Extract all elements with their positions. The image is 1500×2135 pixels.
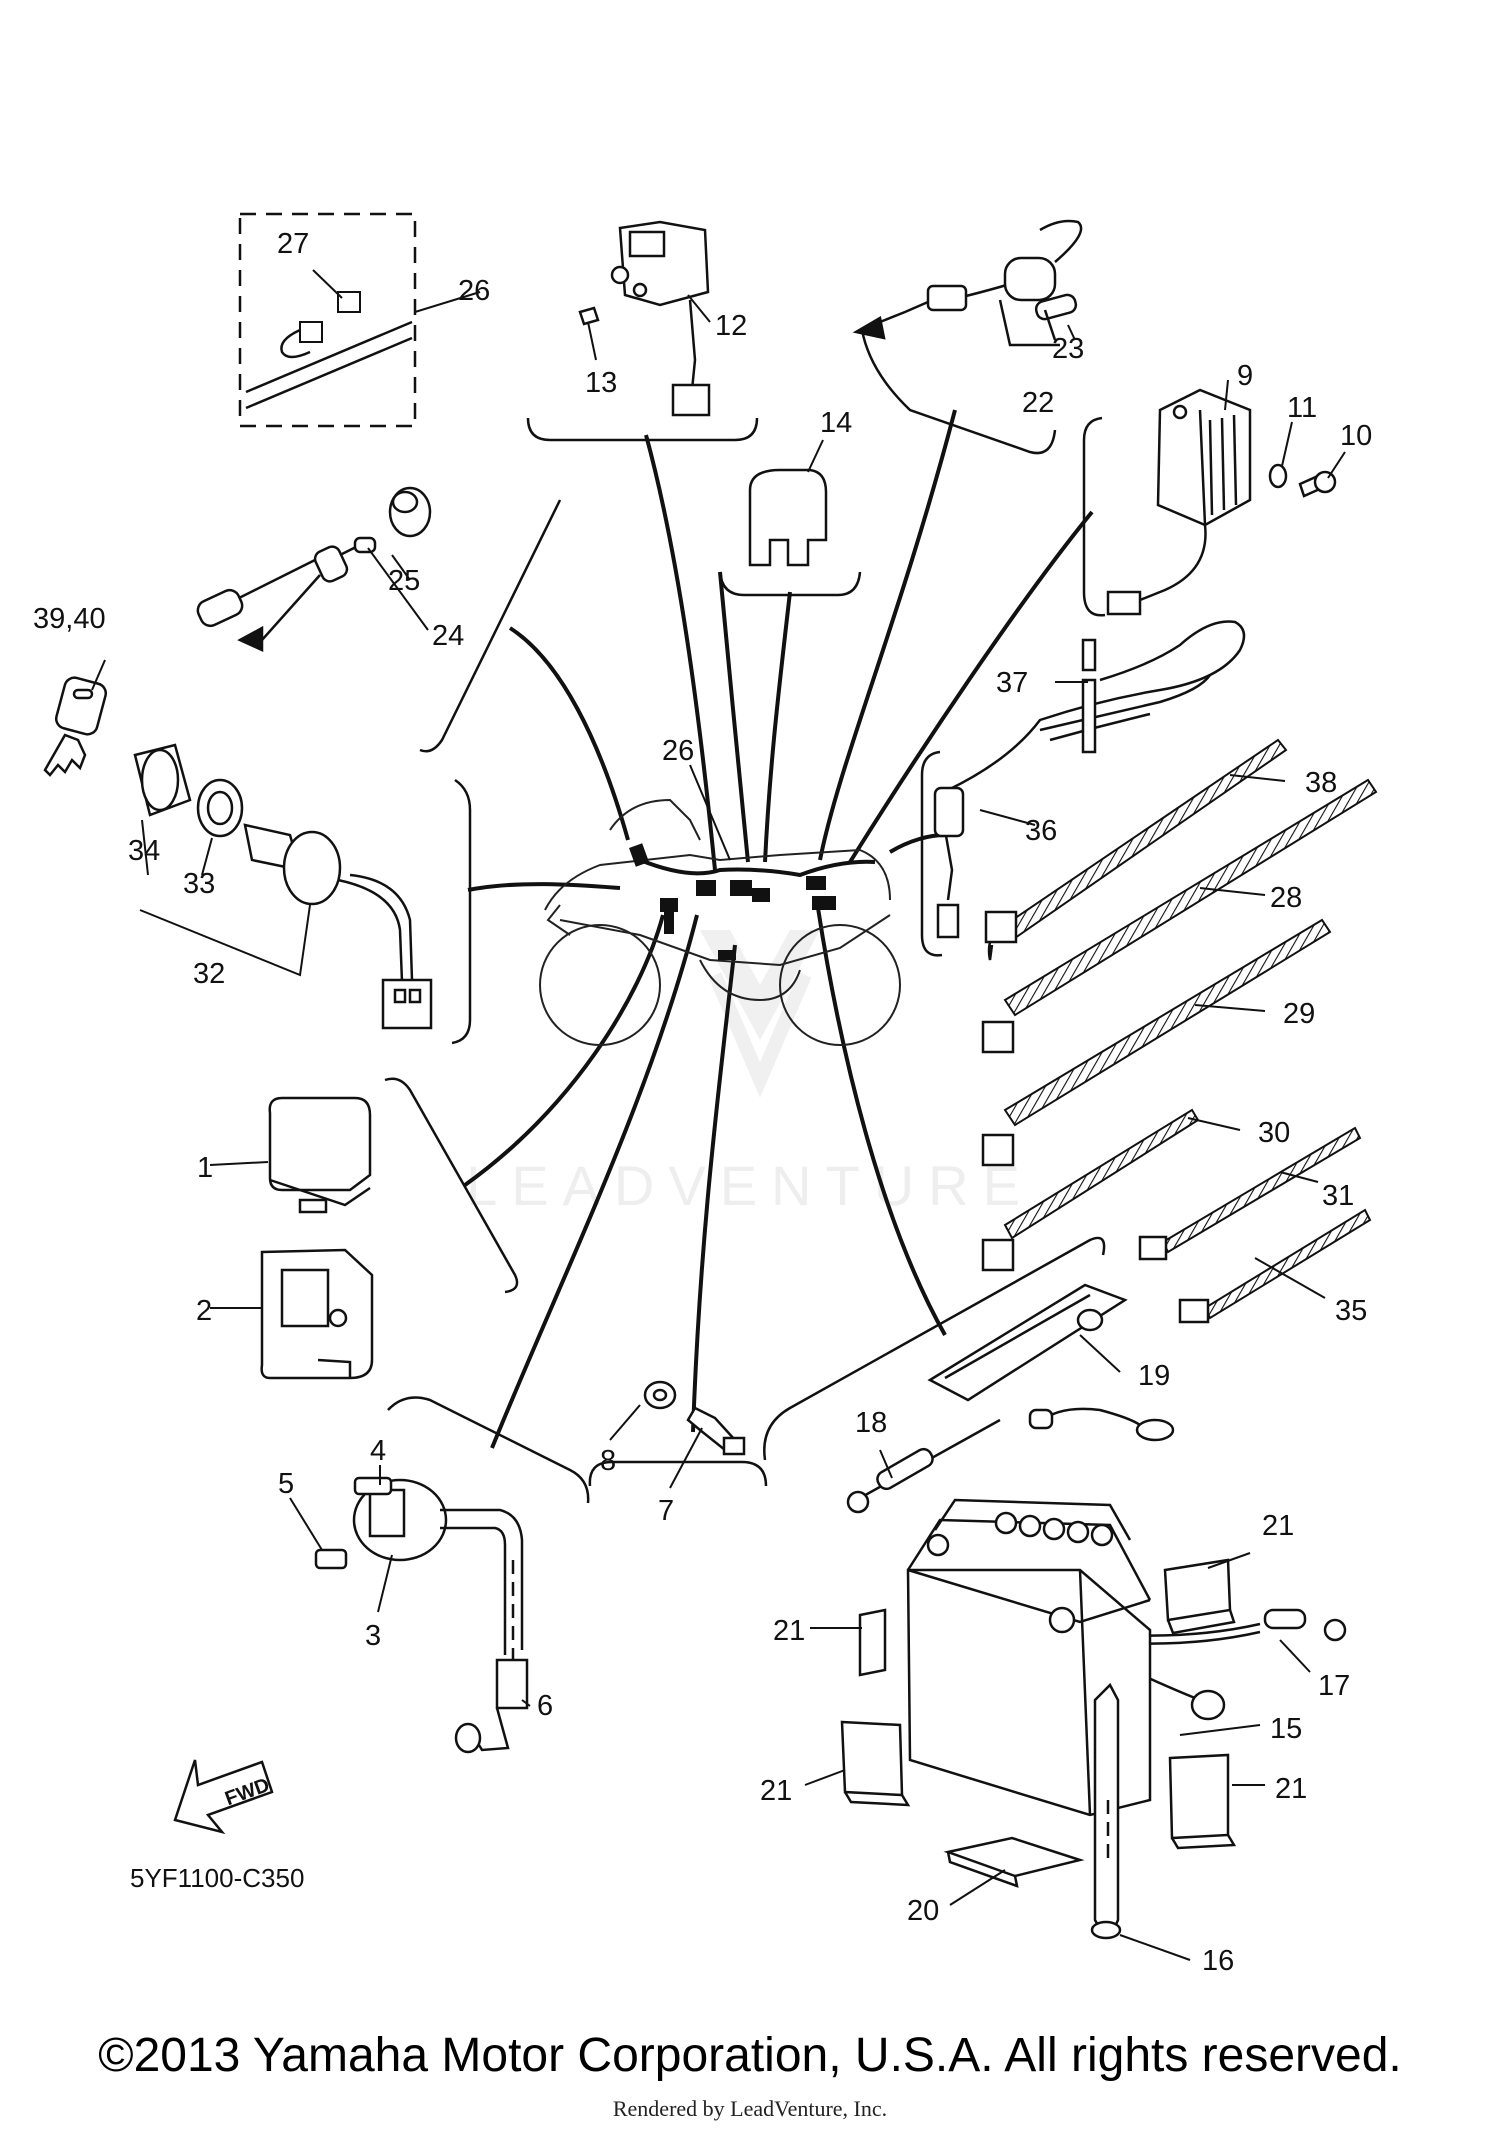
cdi-unit	[1106, 388, 1337, 616]
callout-13: 13	[585, 367, 617, 399]
forward-arrow: FWD	[173, 1759, 274, 1835]
stop-switch	[852, 219, 1083, 347]
control-unit	[260, 1096, 374, 1380]
callout-4: 4	[370, 1435, 386, 1467]
callout-16: 16	[1202, 1945, 1234, 1977]
callout-9: 9	[1237, 360, 1253, 392]
callout-32: 32	[193, 958, 225, 990]
callout-30: 30	[1258, 1117, 1290, 1149]
atv-outline	[539, 798, 901, 1046]
callout-26: 26	[458, 275, 490, 307]
callout-21-b: 21	[1262, 1510, 1294, 1542]
callout-29: 29	[1283, 998, 1315, 1030]
cable-tie-38	[984, 738, 1288, 961]
callout-22: 22	[1022, 387, 1054, 419]
callout-28: 28	[1270, 882, 1302, 914]
callout-21-c: 21	[760, 1775, 792, 1807]
callout-1: 1	[197, 1152, 213, 1184]
callout-6: 6	[537, 1690, 553, 1722]
cable-tie-35	[1178, 1208, 1372, 1324]
callout-34: 34	[128, 835, 160, 867]
harness-route	[639, 858, 876, 878]
callout-5: 5	[278, 1468, 294, 1500]
callout-23: 23	[1052, 333, 1084, 365]
callout-38: 38	[1305, 767, 1337, 799]
sensor-lead	[196, 486, 432, 652]
callout-2: 2	[196, 1295, 212, 1327]
callout-7: 7	[658, 1495, 674, 1527]
callout-11: 11	[1287, 392, 1317, 424]
battery-band	[927, 1283, 1128, 1402]
callout-31: 31	[1322, 1180, 1354, 1212]
watermark: LEADVENTURE	[466, 930, 1034, 1217]
callout-26-mid: 26	[662, 735, 694, 767]
callout-labels: 27 26 12 13 23 22 9 11 10 14 25 24 39,40…	[33, 228, 1372, 1977]
fitting-and-washer	[643, 1380, 746, 1456]
callout-35: 35	[1335, 1295, 1367, 1327]
starter-relay	[578, 220, 711, 417]
battery-pads	[840, 1558, 1237, 1888]
optional-parts-box	[238, 212, 417, 428]
cable-tie-29	[981, 918, 1332, 1167]
lead-wire-37	[933, 620, 1246, 939]
callout-14: 14	[820, 407, 852, 439]
callout-10: 10	[1340, 420, 1372, 452]
callout-33: 33	[183, 868, 215, 900]
callout-37: 37	[996, 667, 1028, 699]
callout-19: 19	[1138, 1360, 1170, 1392]
callout-20: 20	[907, 1895, 939, 1927]
sensor-assembly	[314, 1476, 529, 1754]
battery-leads	[846, 1407, 1347, 1721]
copyright-notice: ©2013 Yamaha Motor Corporation, U.S.A. A…	[98, 2029, 1402, 2082]
cable-tie-28	[981, 778, 1378, 1054]
callout-21-d: 21	[1275, 1773, 1307, 1805]
harness-clips	[629, 843, 836, 960]
callout-25: 25	[388, 565, 420, 597]
callout-36: 36	[1025, 815, 1057, 847]
callout-3: 3	[365, 1620, 381, 1652]
group-brackets	[384, 329, 1106, 1504]
battery	[906, 1498, 1152, 1940]
callout-18: 18	[855, 1407, 887, 1439]
main-switch	[133, 743, 433, 1030]
watermark-text: LEADVENTURE	[466, 1154, 1034, 1217]
callout-8: 8	[600, 1445, 616, 1477]
callout-24: 24	[432, 620, 464, 652]
cable-tie-30	[981, 1108, 1200, 1272]
callout-15: 15	[1270, 1713, 1302, 1745]
diagram-code: 5YF1100-C350	[130, 1863, 304, 1893]
cable-tie-31	[1138, 1126, 1362, 1261]
callout-leaders	[91, 269, 1346, 1961]
callout-12: 12	[715, 310, 747, 342]
ignition-key	[43, 676, 108, 777]
callout-17: 17	[1318, 1670, 1350, 1702]
rendered-by-notice: Rendered by LeadVenture, Inc.	[612, 2096, 888, 2121]
callout-39-40: 39,40	[33, 603, 106, 635]
callout-27: 27	[277, 228, 309, 260]
relay-cover	[748, 468, 828, 567]
callout-21-a: 21	[773, 1615, 805, 1647]
